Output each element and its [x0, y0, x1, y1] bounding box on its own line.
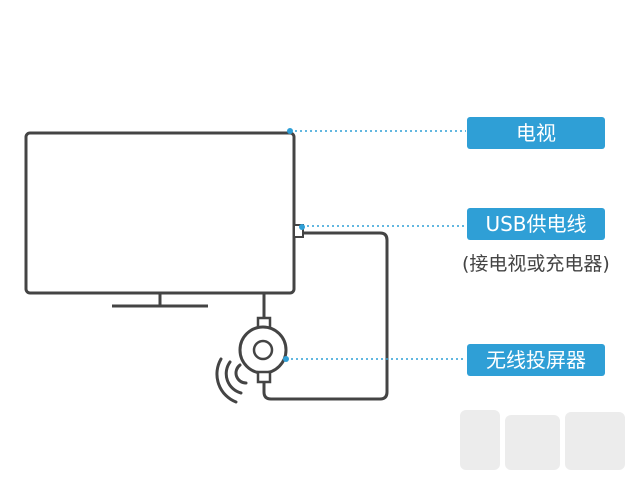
wireless-signal-icon — [215, 357, 248, 404]
projector-anchor-dot — [283, 356, 289, 362]
usb-port — [293, 224, 304, 238]
tv-anchor-dot — [287, 128, 293, 134]
leader-lines — [286, 130, 466, 360]
wireless-projector-label: 无线投屏器 — [467, 344, 605, 376]
usb-power-cable-line — [262, 231, 389, 401]
dongle-bottom-connector — [256, 370, 272, 384]
tv-screen — [24, 131, 296, 295]
tv-label: 电视 — [467, 117, 605, 149]
usb-anchor-dot — [299, 224, 305, 230]
dongle-inner-ring — [252, 339, 274, 361]
usb-power-note: (接电视或充电器) — [462, 253, 610, 275]
usb-power-cable-label: USB供电线 — [467, 208, 605, 240]
watermark — [460, 410, 625, 470]
